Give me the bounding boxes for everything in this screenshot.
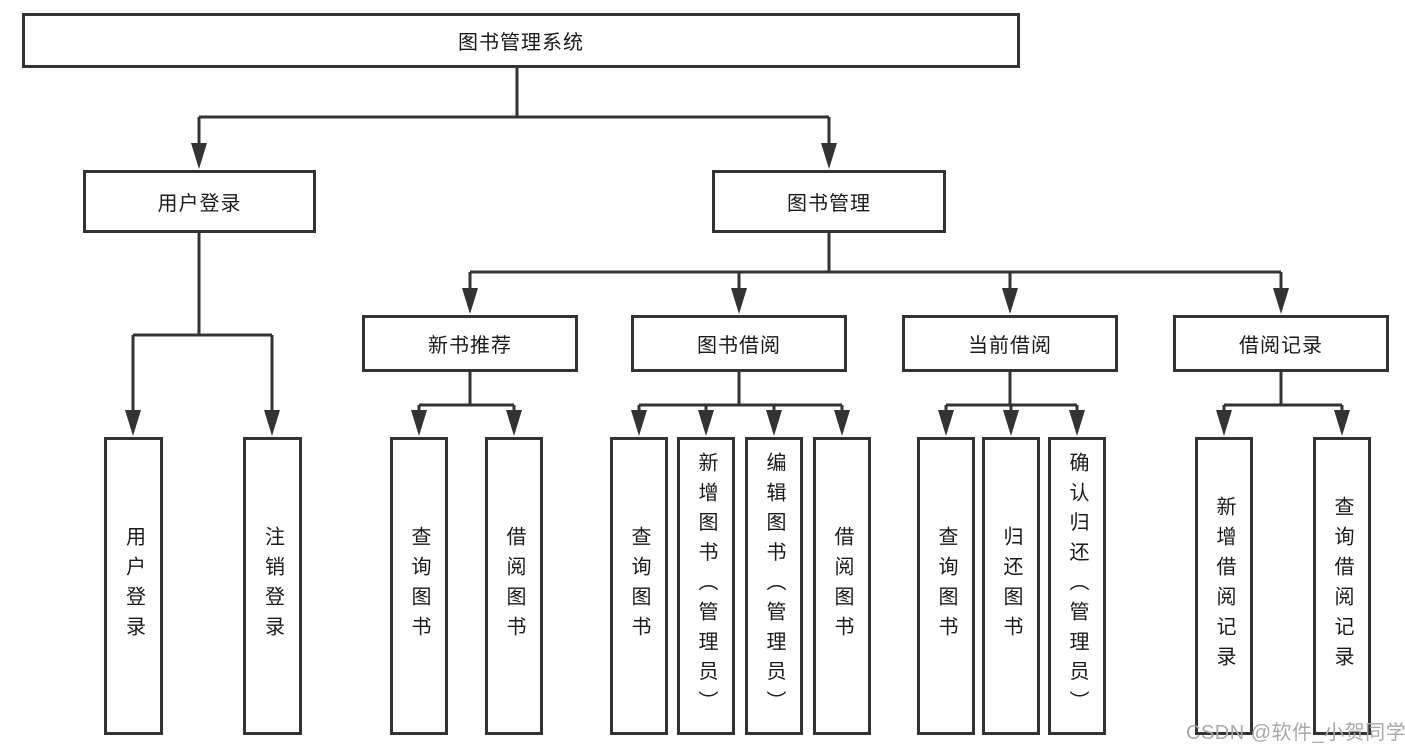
node-new-book-recommend-label: 新书推荐	[428, 335, 512, 357]
node-records-search-record-label: 查询借阅记录	[1331, 496, 1353, 676]
node-book-borrow: 图书借阅	[631, 315, 847, 372]
node-borrow-search-book: 查询图书	[610, 437, 668, 735]
node-borrow-records: 借阅记录	[1173, 315, 1389, 372]
node-user-login-label: 用户登录	[157, 193, 242, 215]
node-borrow-borrow-book: 借阅图书	[813, 437, 871, 735]
node-current-confirm-return-admin: 确认归还（管理员）	[1048, 437, 1106, 735]
node-records-add-record: 新增借阅记录	[1195, 437, 1253, 735]
node-user-login-action: 用户登录	[104, 437, 163, 735]
node-borrow-records-label: 借阅记录	[1239, 335, 1323, 357]
node-borrow-add-book-admin: 新增图书（管理员）	[677, 437, 735, 735]
node-new-book-recommend: 新书推荐	[362, 315, 578, 372]
node-user-login: 用户登录	[83, 170, 316, 233]
node-borrow-search-book-label: 查询图书	[628, 526, 650, 646]
node-recommend-borrow-book-label: 借阅图书	[503, 526, 525, 646]
node-current-borrow-label: 当前借阅	[968, 335, 1052, 357]
node-records-search-record: 查询借阅记录	[1313, 437, 1371, 735]
node-library-management-system-label: 图书管理系统	[458, 32, 584, 54]
node-current-search-book-label: 查询图书	[935, 526, 957, 646]
node-current-search-book: 查询图书	[917, 437, 975, 735]
node-logout-action: 注销登录	[243, 437, 302, 735]
node-borrow-borrow-book-label: 借阅图书	[831, 526, 853, 646]
node-logout-action-label: 注销登录	[261, 526, 284, 646]
node-user-login-action-label: 用户登录	[122, 526, 145, 646]
node-records-add-record-label: 新增借阅记录	[1213, 496, 1235, 676]
node-borrow-add-book-admin-label: 新增图书（管理员）	[695, 452, 717, 720]
node-current-return-book: 归还图书	[982, 437, 1040, 735]
node-book-management-label: 图书管理	[787, 193, 871, 215]
node-library-management-system: 图书管理系统	[22, 13, 1020, 68]
node-borrow-edit-book-admin: 编辑图书（管理员）	[745, 437, 803, 735]
node-recommend-borrow-book: 借阅图书	[485, 437, 543, 735]
csdn-watermark: CSDN @软件_小贺同学	[1186, 722, 1405, 744]
node-book-management: 图书管理	[712, 170, 946, 233]
node-current-confirm-return-admin-label: 确认归还（管理员）	[1066, 452, 1088, 720]
node-current-borrow: 当前借阅	[902, 315, 1118, 372]
node-book-borrow-label: 图书借阅	[697, 335, 781, 357]
node-current-return-book-label: 归还图书	[1000, 526, 1022, 646]
node-recommend-search-book-label: 查询图书	[408, 526, 430, 646]
node-recommend-search-book: 查询图书	[390, 437, 448, 735]
node-borrow-edit-book-admin-label: 编辑图书（管理员）	[763, 452, 785, 720]
arrowhead-icons	[125, 143, 1350, 436]
